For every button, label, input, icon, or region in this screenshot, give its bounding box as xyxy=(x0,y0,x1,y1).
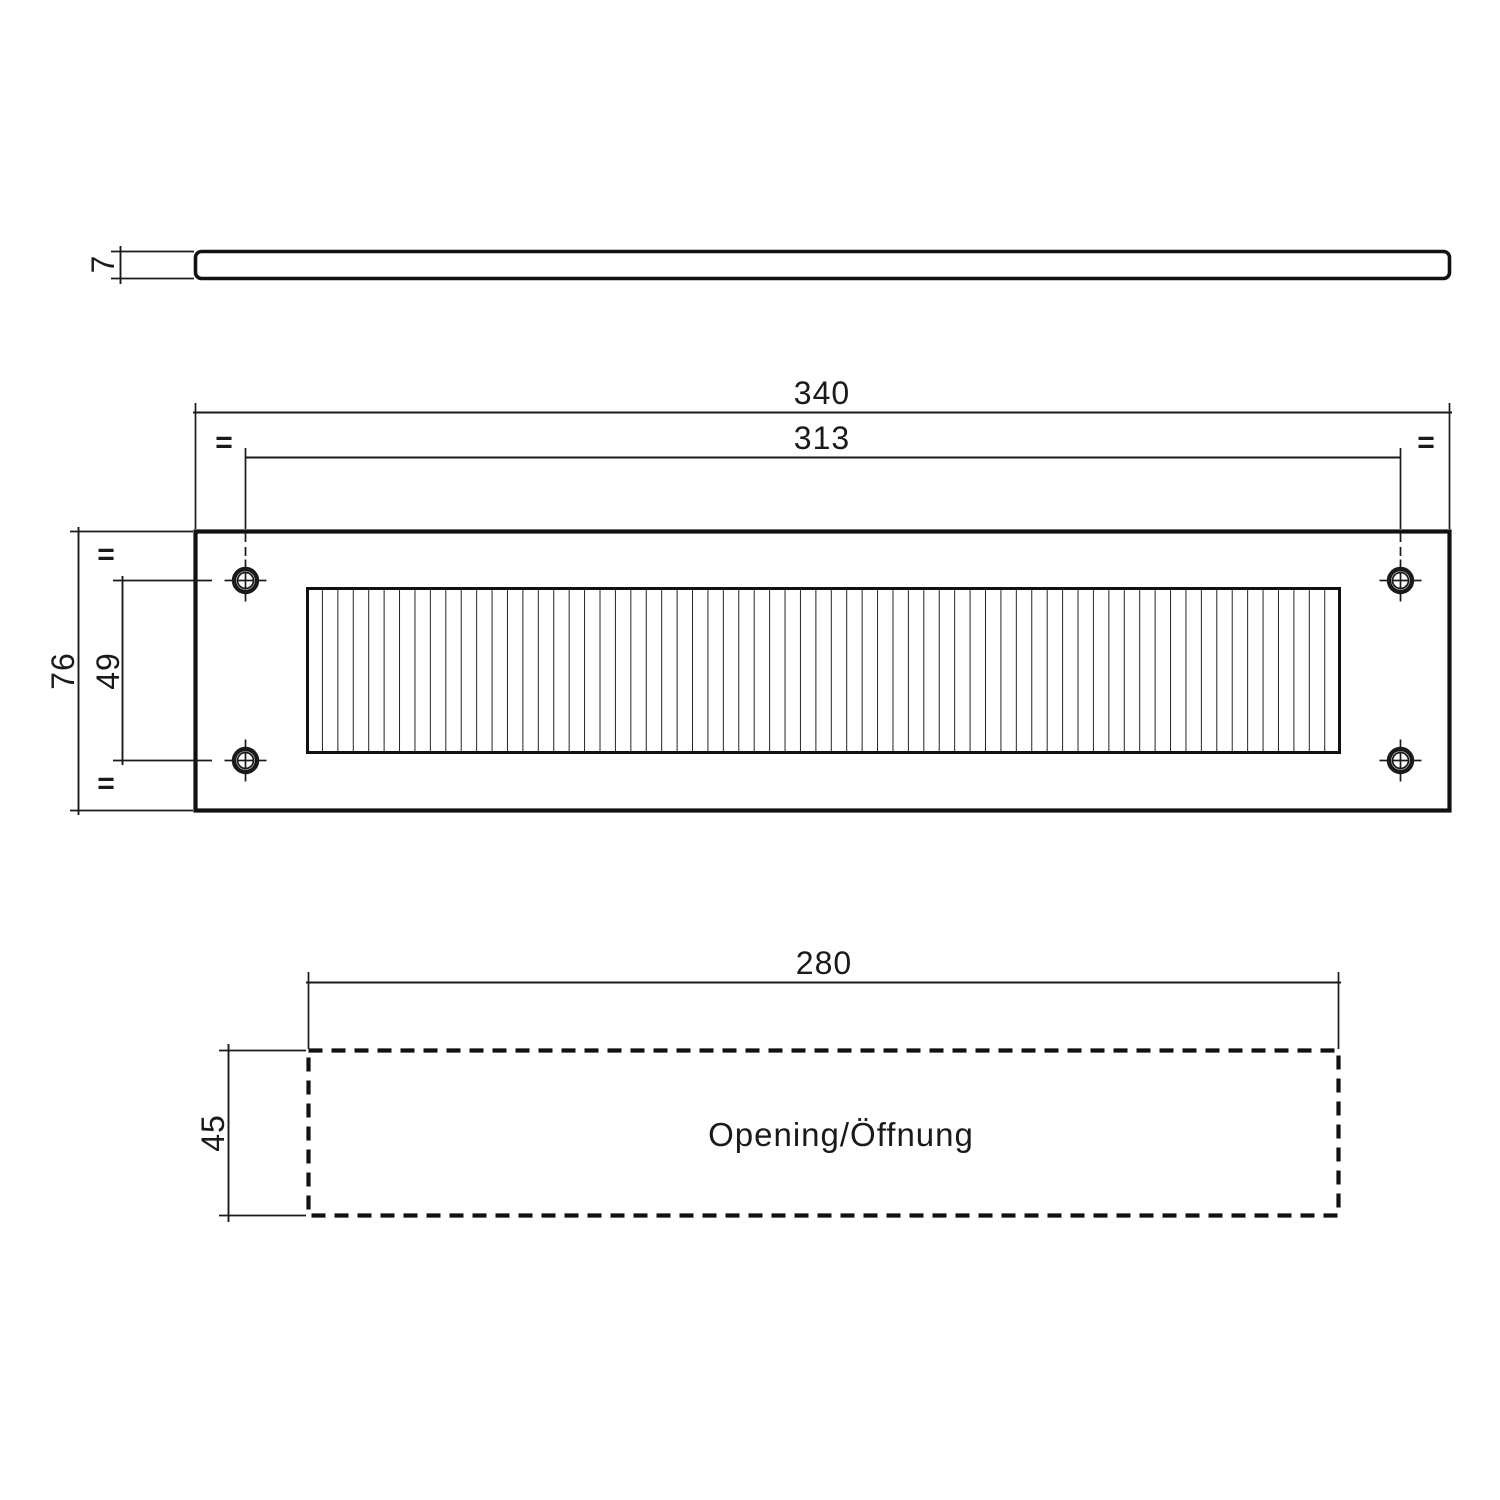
side-profile-outline xyxy=(193,249,1452,281)
dim-thickness: 7 xyxy=(85,246,194,284)
equal-mark-top-left: = xyxy=(215,426,233,459)
dim-opening-width-label: 280 xyxy=(796,945,852,981)
dim-overall-height: 76 xyxy=(45,527,193,815)
dim-overall-height-label: 76 xyxy=(45,652,81,690)
equal-mark-left-bottom: = xyxy=(97,767,115,800)
dim-hole-spacing-vertical-label: 49 xyxy=(90,652,126,690)
opening-label: Opening/Öffnung xyxy=(708,1116,974,1153)
dim-overall-width-label: 340 xyxy=(794,375,850,411)
dim-hole-spacing-horizontal: 313 = = xyxy=(215,420,1435,529)
dim-hole-spacing-vertical: 49 = = xyxy=(90,538,212,800)
dim-overall-width: 340 xyxy=(193,375,1452,529)
dim-opening-height-label: 45 xyxy=(195,1114,231,1152)
opening-view: 280 45 Opening/Öffnung xyxy=(195,945,1341,1222)
equal-mark-top-right: = xyxy=(1417,426,1435,459)
front-view: 340 313 = = 76 xyxy=(45,375,1452,815)
dim-hole-spacing-horizontal-label: 313 xyxy=(794,420,850,456)
dim-opening-height: 45 xyxy=(195,1044,306,1222)
equal-mark-left-top: = xyxy=(97,538,115,571)
side-profile-view: 7 xyxy=(85,246,1452,284)
dim-opening-width: 280 xyxy=(306,945,1341,1049)
dim-thickness-label: 7 xyxy=(85,255,121,274)
opening-outline xyxy=(306,1048,1341,1218)
brush-panel xyxy=(306,587,1341,754)
